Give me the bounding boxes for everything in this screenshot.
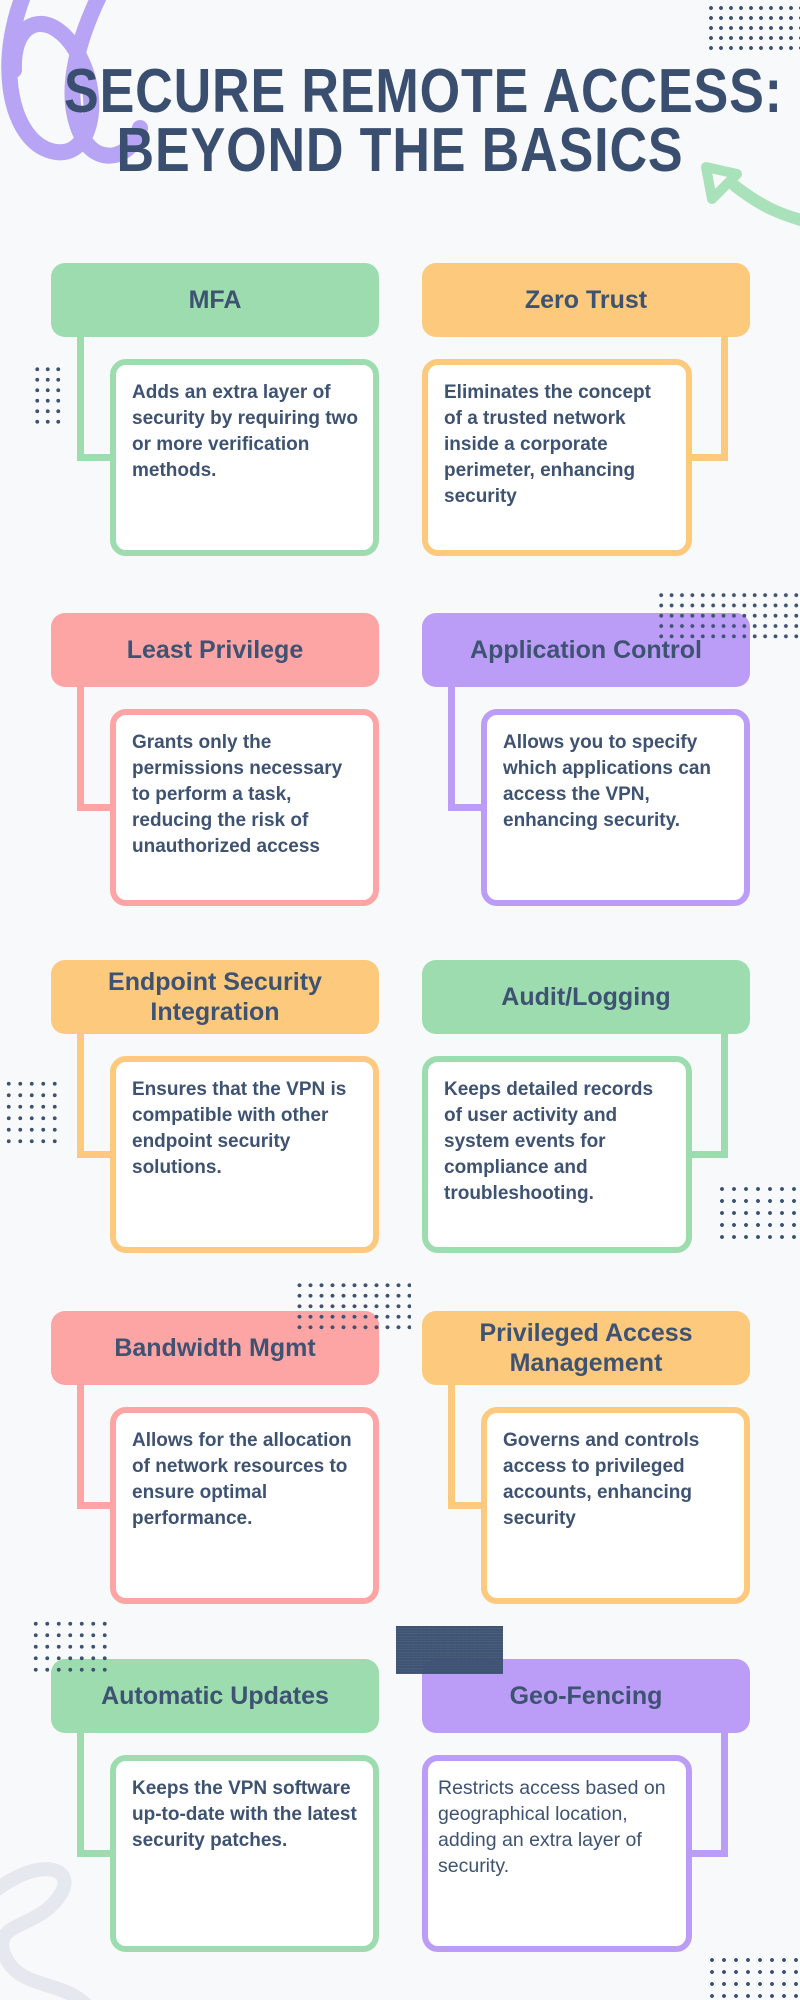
dot-grid-decoration [294,1280,411,1331]
card-zero-trust: Zero Trust Eliminates the concept of a t… [422,263,750,556]
card-description: Allows you to specify which applications… [503,732,711,831]
connector-line [77,1032,110,1158]
card-body: Keeps detailed records of user activity … [422,1056,692,1253]
card-header: Automatic Updates [51,1659,379,1733]
card-title: Bandwidth Mgmt [114,1334,316,1362]
card-header: Least Privilege [51,613,379,687]
dot-grid-decoration [706,1954,800,2000]
card-description: Governs and controls access to privilege… [503,1430,700,1529]
connector-line [692,1731,728,1857]
card-description: Grants only the permissions necessary to… [132,732,343,857]
card-title: Audit/Logging [501,983,671,1011]
card-description: Keeps the VPN software up-to-date with t… [132,1778,357,1851]
card-body: Grants only the permissions necessary to… [110,709,379,906]
card-title: Geo-Fencing [509,1682,663,1710]
card-endpoint-security-integration: Endpoint Security Integration Ensures th… [51,960,379,1253]
card-description: Eliminates the concept of a trusted netw… [444,382,651,507]
card-application-control: Application Control Allows you to specif… [422,613,750,906]
green-arrow-tail [729,180,800,227]
connector-line [692,335,728,461]
connector-line [77,1383,110,1509]
card-body: Allows for the allocation of network res… [110,1407,379,1604]
card-bandwidth-mgmt: Bandwidth Mgmt Allows for the allocation… [51,1311,379,1604]
dot-grid-decoration [706,3,800,50]
card-description: Keeps detailed records of user activity … [444,1079,654,1204]
connector-line [77,335,110,461]
card-body: Keeps the VPN software up-to-date with t… [110,1755,379,1952]
dot-grid-decoration-square [396,1626,503,1674]
card-least-privilege: Least Privilege Grants only the permissi… [51,613,379,906]
card-description: Restricts access based on geographical l… [438,1777,666,1877]
card-description: Adds an extra layer of security by requi… [132,382,358,481]
dot-grid-decoration [656,590,800,642]
connector-line [448,685,481,811]
connector-line [692,1032,728,1158]
card-body: Eliminates the concept of a trusted netw… [422,359,692,556]
card-privileged-access-management: Privileged Access Management Governs and… [422,1311,750,1604]
dot-grid-decoration [32,364,62,427]
card-title: Endpoint Security Integration [108,968,322,1026]
connector-line [448,1383,481,1509]
card-audit-logging: Audit/Logging Keeps detailed records of … [422,960,750,1253]
card-body: Restricts access based on geographical l… [422,1755,692,1952]
card-body: Ensures that the VPN is compatible with … [110,1056,379,1253]
page-title-line2: BEYOND THE BASICS [116,116,684,185]
card-header: Audit/Logging [422,960,750,1034]
card-title: Privileged Access Management [479,1319,693,1377]
dot-grid-decoration [716,1183,800,1247]
card-header: Privileged Access Management [422,1311,750,1385]
card-automatic-updates: Automatic Updates Keeps the VPN software… [51,1659,379,1952]
card-header: Endpoint Security Integration [51,960,379,1034]
card-title: Least Privilege [126,636,304,664]
connector-line [77,685,110,811]
card-title: Zero Trust [524,286,648,314]
dot-grid-decoration [3,1078,60,1146]
card-body: Governs and controls access to privilege… [481,1407,750,1604]
page-title-line1: SECURE REMOTE ACCESS: [64,57,783,126]
page-title: SECURE REMOTE ACCESS: BEYOND THE BASICS [0,57,800,185]
card-description: Ensures that the VPN is compatible with … [132,1079,347,1178]
card-title: Automatic Updates [101,1682,329,1710]
card-title: MFA [188,286,242,314]
card-mfa: MFA Adds an extra layer of security by r… [51,263,379,556]
card-description: Allows for the allocation of network res… [132,1430,352,1529]
card-geo-fencing: Geo-Fencing Restricts access based on ge… [422,1659,750,1952]
card-header: Zero Trust [422,263,750,337]
connector-line [77,1731,110,1857]
card-header: MFA [51,263,379,337]
card-body: Adds an extra layer of security by requi… [110,359,379,556]
dot-grid-decoration [30,1618,111,1679]
card-body: Allows you to specify which applications… [481,709,750,906]
